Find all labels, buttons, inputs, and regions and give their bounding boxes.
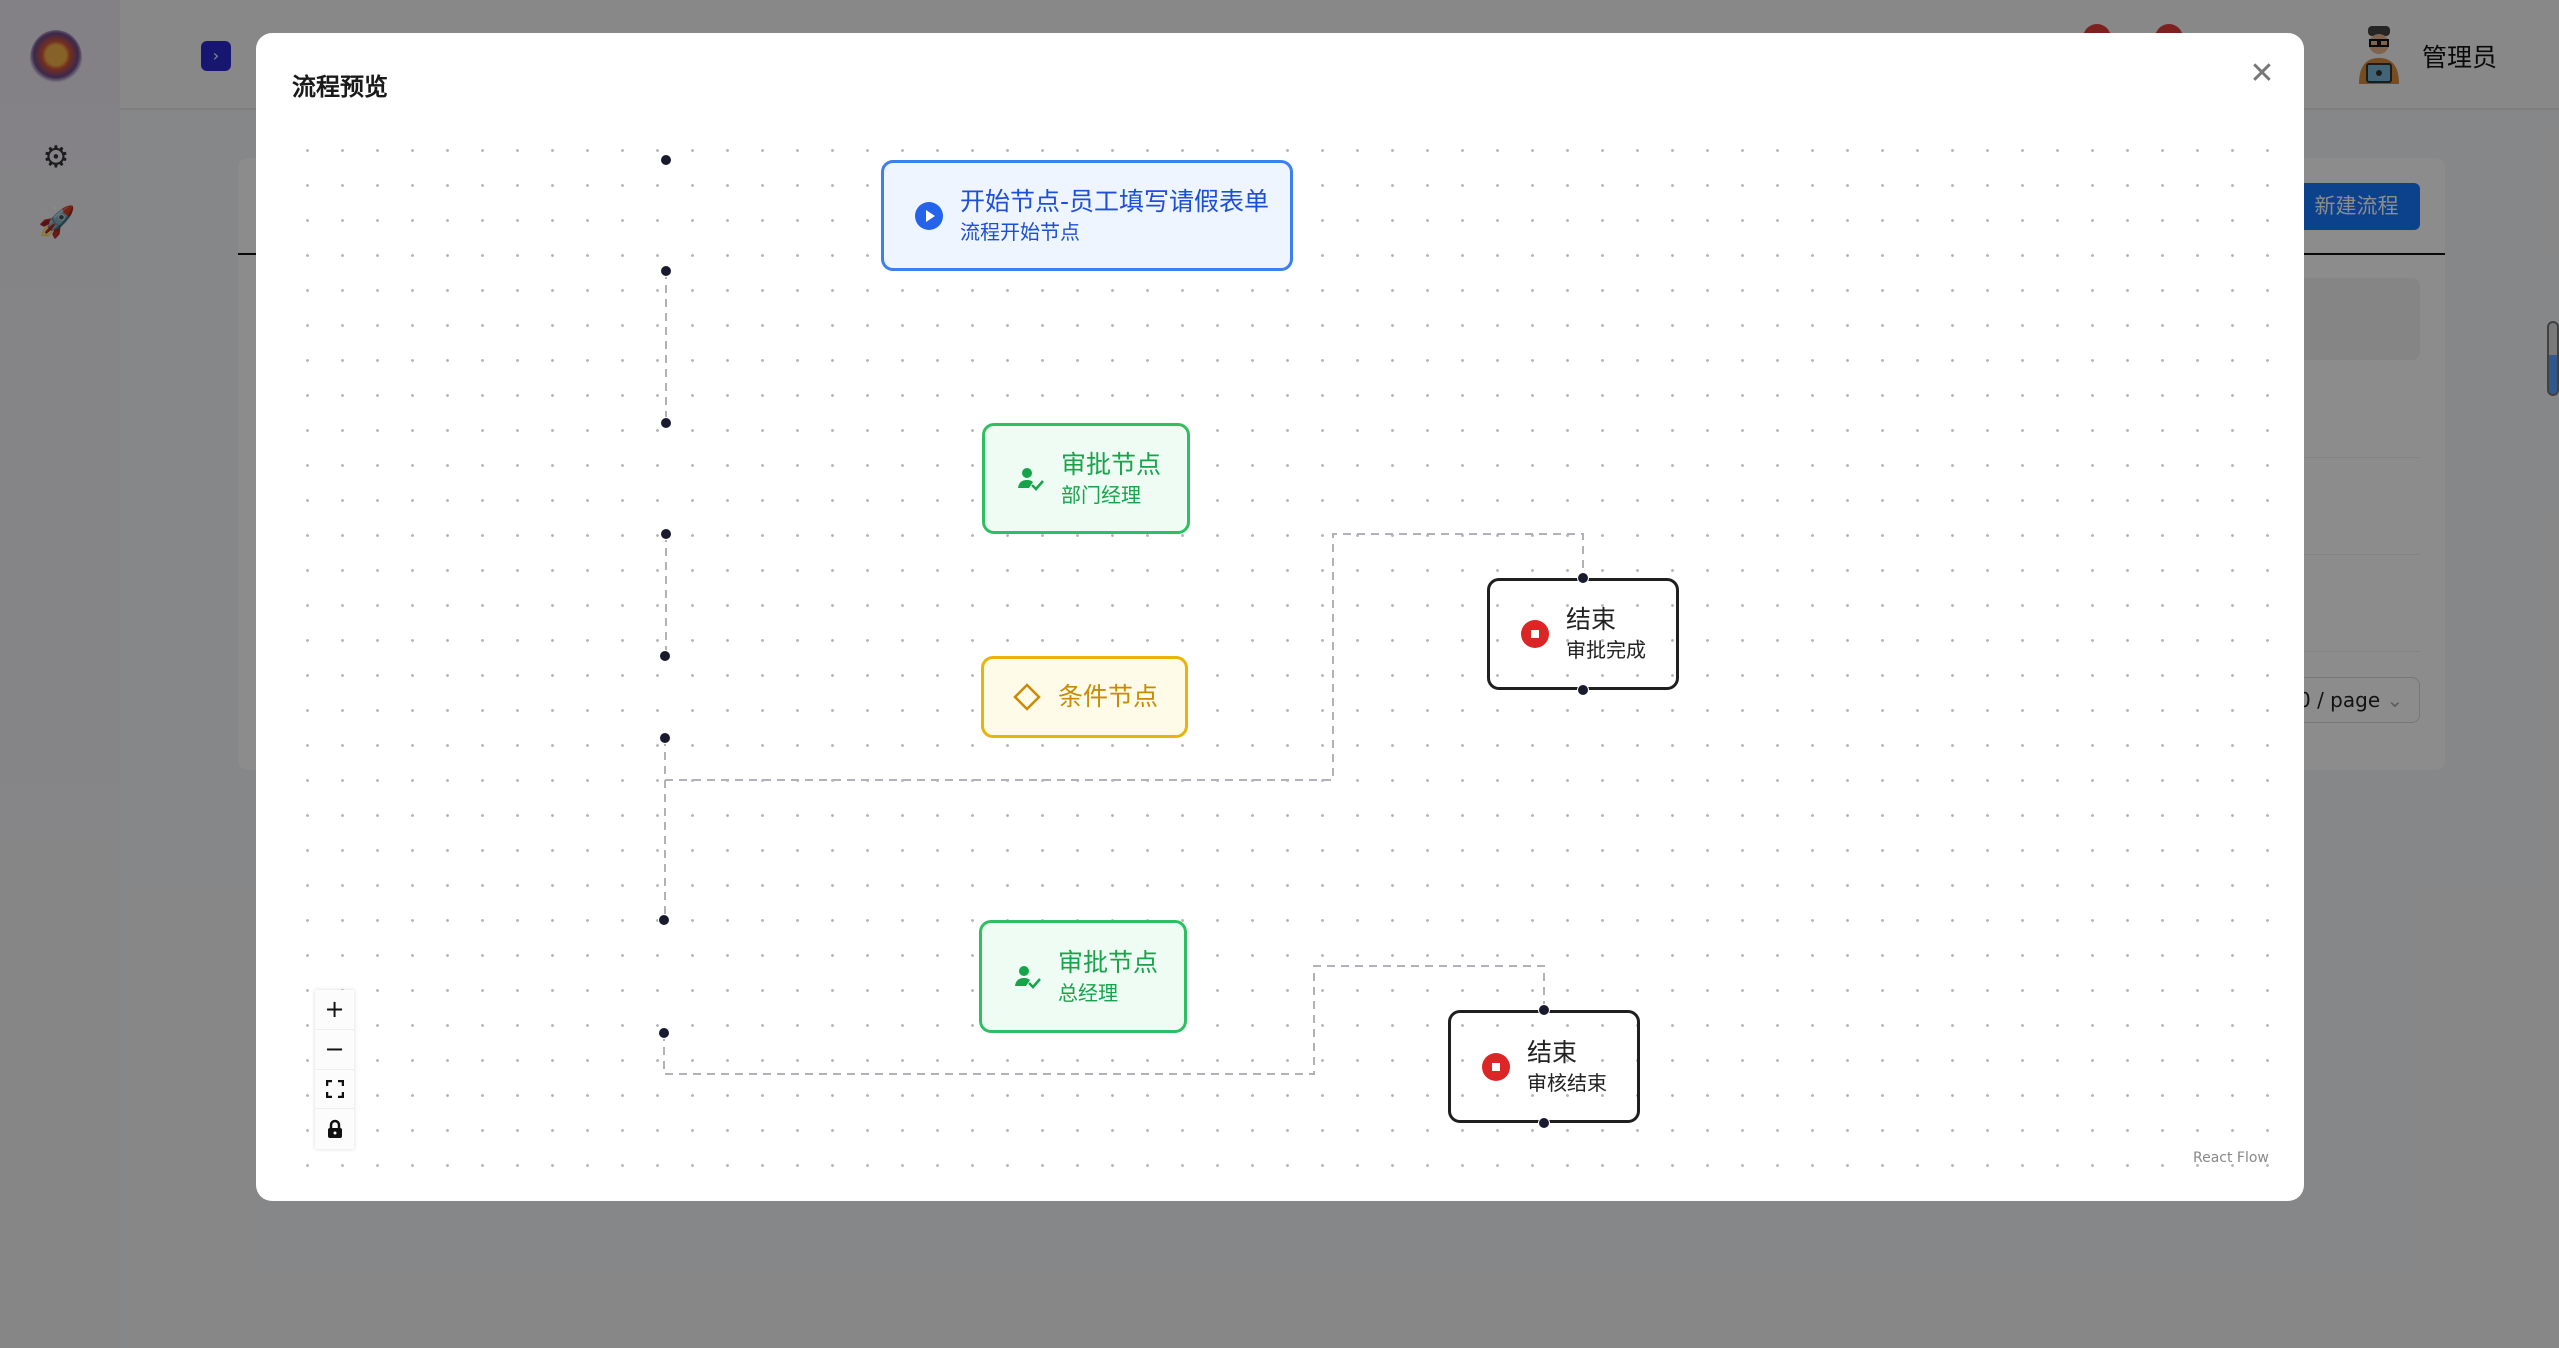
process-preview-modal: 流程预览 ✕ 开始节点-员工填写请假表单流程开始节点 审批节点部门经理 条件节点… bbox=[256, 33, 2304, 1201]
sidebar-expand-icon[interactable]: › bbox=[201, 41, 231, 71]
node-subtitle: 审批完成 bbox=[1566, 638, 1646, 662]
node-handle[interactable] bbox=[659, 732, 671, 744]
modal-title: 流程预览 bbox=[292, 73, 388, 101]
node-handle[interactable] bbox=[1577, 572, 1589, 584]
scrollbar[interactable] bbox=[2547, 321, 2559, 396]
node-handle[interactable] bbox=[660, 417, 672, 429]
user-check-icon bbox=[1015, 464, 1045, 494]
sidebar: ⚙ 🚀 bbox=[0, 0, 120, 1348]
node-handle[interactable] bbox=[1538, 1004, 1550, 1016]
rocket-icon[interactable]: 🚀 bbox=[38, 205, 76, 240]
node-handle[interactable] bbox=[660, 154, 672, 166]
table-row bbox=[2290, 457, 2420, 458]
diamond-icon bbox=[1012, 682, 1042, 712]
table-header bbox=[2290, 278, 2420, 360]
username[interactable]: 管理员 bbox=[2422, 43, 2498, 72]
page-size-label: 0 / page bbox=[2298, 688, 2381, 712]
node-title: 结束 bbox=[1527, 1037, 1578, 1067]
condition-node[interactable]: 条件节点 bbox=[981, 656, 1188, 738]
node-title: 结束 bbox=[1566, 605, 1617, 634]
node-handle[interactable] bbox=[660, 265, 672, 277]
approval-node[interactable]: 审批节点部门经理 bbox=[982, 423, 1190, 534]
end-node[interactable]: 结束审核结束 bbox=[1448, 1010, 1640, 1123]
node-handle[interactable] bbox=[1577, 684, 1589, 696]
fit-view-icon[interactable] bbox=[315, 1070, 354, 1110]
user-check-icon bbox=[1012, 962, 1042, 992]
new-process-button[interactable]: 新建流程 bbox=[2293, 183, 2420, 230]
play-circle-icon bbox=[914, 201, 944, 231]
close-icon[interactable]: ✕ bbox=[2249, 56, 2275, 91]
node-handle[interactable] bbox=[659, 650, 671, 662]
react-flow-attribution[interactable]: React Flow bbox=[2193, 1150, 2269, 1166]
flow-canvas[interactable] bbox=[290, 133, 2270, 1193]
node-subtitle: 总经理 bbox=[1058, 980, 1118, 1005]
table-row bbox=[2290, 554, 2420, 555]
start-node[interactable]: 开始节点-员工填写请假表单流程开始节点 bbox=[881, 160, 1293, 271]
flow-controls: + − bbox=[315, 990, 354, 1149]
node-handle[interactable] bbox=[658, 1027, 670, 1039]
avatar[interactable] bbox=[2356, 26, 2402, 84]
logo bbox=[30, 30, 82, 86]
stop-circle-icon bbox=[1520, 619, 1550, 649]
zoom-in-icon[interactable]: + bbox=[315, 990, 354, 1030]
node-title: 开始节点-员工填写请假表单 bbox=[960, 186, 1270, 216]
gear-icon[interactable]: ⚙ bbox=[42, 140, 70, 175]
node-handle[interactable] bbox=[1538, 1117, 1550, 1129]
approval-node[interactable]: 审批节点总经理 bbox=[979, 920, 1187, 1033]
table-row bbox=[2290, 651, 2420, 652]
end-node[interactable]: 结束审批完成 bbox=[1487, 578, 1679, 690]
node-title: 审批节点 bbox=[1058, 947, 1159, 977]
node-handle[interactable] bbox=[658, 914, 670, 926]
chevron-down-icon: ⌄ bbox=[2386, 688, 2404, 712]
node-subtitle: 部门经理 bbox=[1061, 482, 1141, 507]
lock-icon[interactable] bbox=[315, 1109, 354, 1149]
zoom-out-icon[interactable]: − bbox=[315, 1030, 354, 1070]
page-size-select[interactable]: 0 / page ⌄ bbox=[2277, 677, 2420, 723]
node-title: 条件节点 bbox=[1058, 682, 1159, 711]
node-subtitle: 审核结束 bbox=[1527, 1070, 1607, 1095]
stop-circle-icon bbox=[1481, 1052, 1511, 1082]
node-handle[interactable] bbox=[660, 528, 672, 540]
node-subtitle: 流程开始节点 bbox=[960, 219, 1080, 244]
node-title: 审批节点 bbox=[1061, 449, 1162, 479]
